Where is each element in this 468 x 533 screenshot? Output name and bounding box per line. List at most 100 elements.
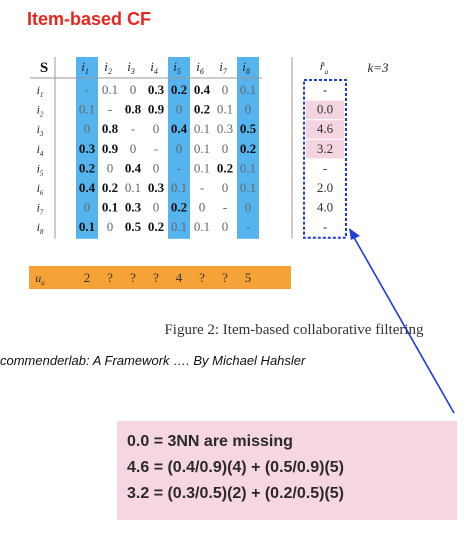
user-rating-cell: 4 <box>176 270 183 285</box>
highlight-column <box>168 57 190 239</box>
row-label: i6 <box>37 181 44 197</box>
highlight-prediction-cell <box>306 100 344 120</box>
similarity-cell: 0 <box>153 200 160 215</box>
similarity-cell: 0.2 <box>240 141 256 156</box>
pointer-arrow <box>351 233 455 414</box>
k-label: k=3 <box>367 60 389 75</box>
similarity-cell: 0.8 <box>125 102 142 117</box>
source-credit: commenderlab: A Framework …. By Michael … <box>0 353 306 368</box>
similarity-cell: 0.1 <box>171 180 187 195</box>
similarity-cell: 0 <box>153 121 160 136</box>
similarity-cell: 0.9 <box>148 102 165 117</box>
prediction-cell: 0.0 <box>317 102 333 117</box>
user-rating-cell: ? <box>130 270 136 285</box>
similarity-cell: 0 <box>222 180 229 195</box>
similarity-cell: 0.2 <box>102 180 118 195</box>
user-rating-cell: 2 <box>84 270 91 285</box>
similarity-cell: 0.1 <box>171 219 187 234</box>
similarity-cell: 0 <box>107 160 114 175</box>
explanation-box: 0.0 = 3NN are missing 4.6 = (0.4/0.9)(4)… <box>117 421 457 520</box>
similarity-cell: 0.4 <box>171 121 188 136</box>
prediction-cell: 2.0 <box>317 180 333 195</box>
row-label: i5 <box>37 161 44 177</box>
note-line-1: 0.0 = 3NN are missing <box>127 433 293 450</box>
row-label: i7 <box>37 201 44 217</box>
item-header: i6 <box>196 59 204 76</box>
row-label: i1 <box>37 83 44 99</box>
user-rating-cell: 5 <box>245 270 252 285</box>
similarity-cell: 0.2 <box>79 160 95 175</box>
similarity-cell: 0.1 <box>125 180 141 195</box>
similarity-cell: 0.1 <box>102 82 118 97</box>
similarity-cell: 0.1 <box>240 180 256 195</box>
similarity-cell: 0.4 <box>194 82 211 97</box>
user-rating-band <box>29 266 291 289</box>
similarity-cell: 0 <box>176 102 183 117</box>
row-label: i4 <box>37 142 44 158</box>
similarity-cell: 0.3 <box>217 121 233 136</box>
similarity-cell: 0.3 <box>79 141 96 156</box>
similarity-cell: 0.2 <box>171 82 187 97</box>
similarity-cell: 0.1 <box>240 160 256 175</box>
similarity-cell: 0 <box>130 82 137 97</box>
figure-caption-text: Figure 2: Item-based collaborative filte… <box>164 322 424 338</box>
item-header: i5 <box>173 59 181 76</box>
similarity-cell: 0 <box>176 141 183 156</box>
note-line-2: 4.6 = (0.4/0.9)(4) + (0.5/0.9)(5) <box>127 459 344 476</box>
user-rating-cell: ? <box>199 270 205 285</box>
similarity-cell: 0.1 <box>217 102 233 117</box>
similarity-cell: 0.1 <box>79 102 95 117</box>
matrix-corner-label: S <box>40 60 48 76</box>
arrow-head <box>349 228 360 240</box>
item-header: i7 <box>219 59 228 76</box>
similarity-cell: - <box>85 82 89 97</box>
similarity-cell: 0.4 <box>125 160 142 175</box>
similarity-cell: 0.1 <box>194 141 210 156</box>
similarity-cell: - <box>177 160 181 175</box>
user-rating-cell: ? <box>107 270 113 285</box>
prediction-header: r̂a <box>320 59 329 76</box>
similarity-cell: 0 <box>130 141 137 156</box>
figure-caption: Figure 2: Item-based collaborative filte… <box>0 322 468 339</box>
similarity-cell: 0.3 <box>125 200 142 215</box>
similarity-cell: - <box>154 141 158 156</box>
highlight-column <box>76 57 98 239</box>
similarity-cell: 0 <box>84 200 91 215</box>
similarity-cell: 0.2 <box>148 219 164 234</box>
similarity-cell: - <box>246 219 250 234</box>
similarity-cell: - <box>200 180 204 195</box>
similarity-cell: 0 <box>153 160 160 175</box>
row-label: i8 <box>37 220 44 236</box>
similarity-cell: - <box>223 200 227 215</box>
similarity-cell: 0 <box>245 200 252 215</box>
item-header: i8 <box>242 59 250 76</box>
similarity-cell: 0 <box>222 82 229 97</box>
slide-title: Item-based CF <box>27 9 152 29</box>
user-label: ua <box>35 271 45 287</box>
prediction-cell: - <box>323 219 327 234</box>
similarity-cell: 0.3 <box>148 82 165 97</box>
highlight-prediction-cell <box>306 139 344 159</box>
similarity-cell: 0.2 <box>194 102 210 117</box>
highlight-prediction-cell <box>306 120 344 139</box>
user-rating-cell: ? <box>153 270 159 285</box>
highlight-column <box>237 57 259 239</box>
user-rating-cell: ? <box>222 270 228 285</box>
similarity-cell: 0 <box>84 121 91 136</box>
similarity-cell: 0.9 <box>102 141 119 156</box>
similarity-cell: 0.1 <box>194 121 210 136</box>
similarity-cell: 0.1 <box>102 200 118 215</box>
item-header: i4 <box>150 59 158 76</box>
prediction-cell: - <box>323 160 327 175</box>
similarity-cell: 0.2 <box>217 160 233 175</box>
note-line-3: 3.2 = (0.3/0.5)(2) + (0.2/0.5)(5) <box>127 485 344 502</box>
similarity-cell: 0 <box>107 219 114 234</box>
similarity-cell: 0.1 <box>194 219 210 234</box>
prediction-cell: 4.0 <box>317 200 333 215</box>
similarity-cell: 0.1 <box>194 160 210 175</box>
row-label: i2 <box>37 103 44 119</box>
row-label: i3 <box>37 122 44 138</box>
prediction-cell: 3.2 <box>317 141 333 156</box>
prediction-cell: 4.6 <box>317 121 334 136</box>
prediction-box <box>303 79 347 239</box>
